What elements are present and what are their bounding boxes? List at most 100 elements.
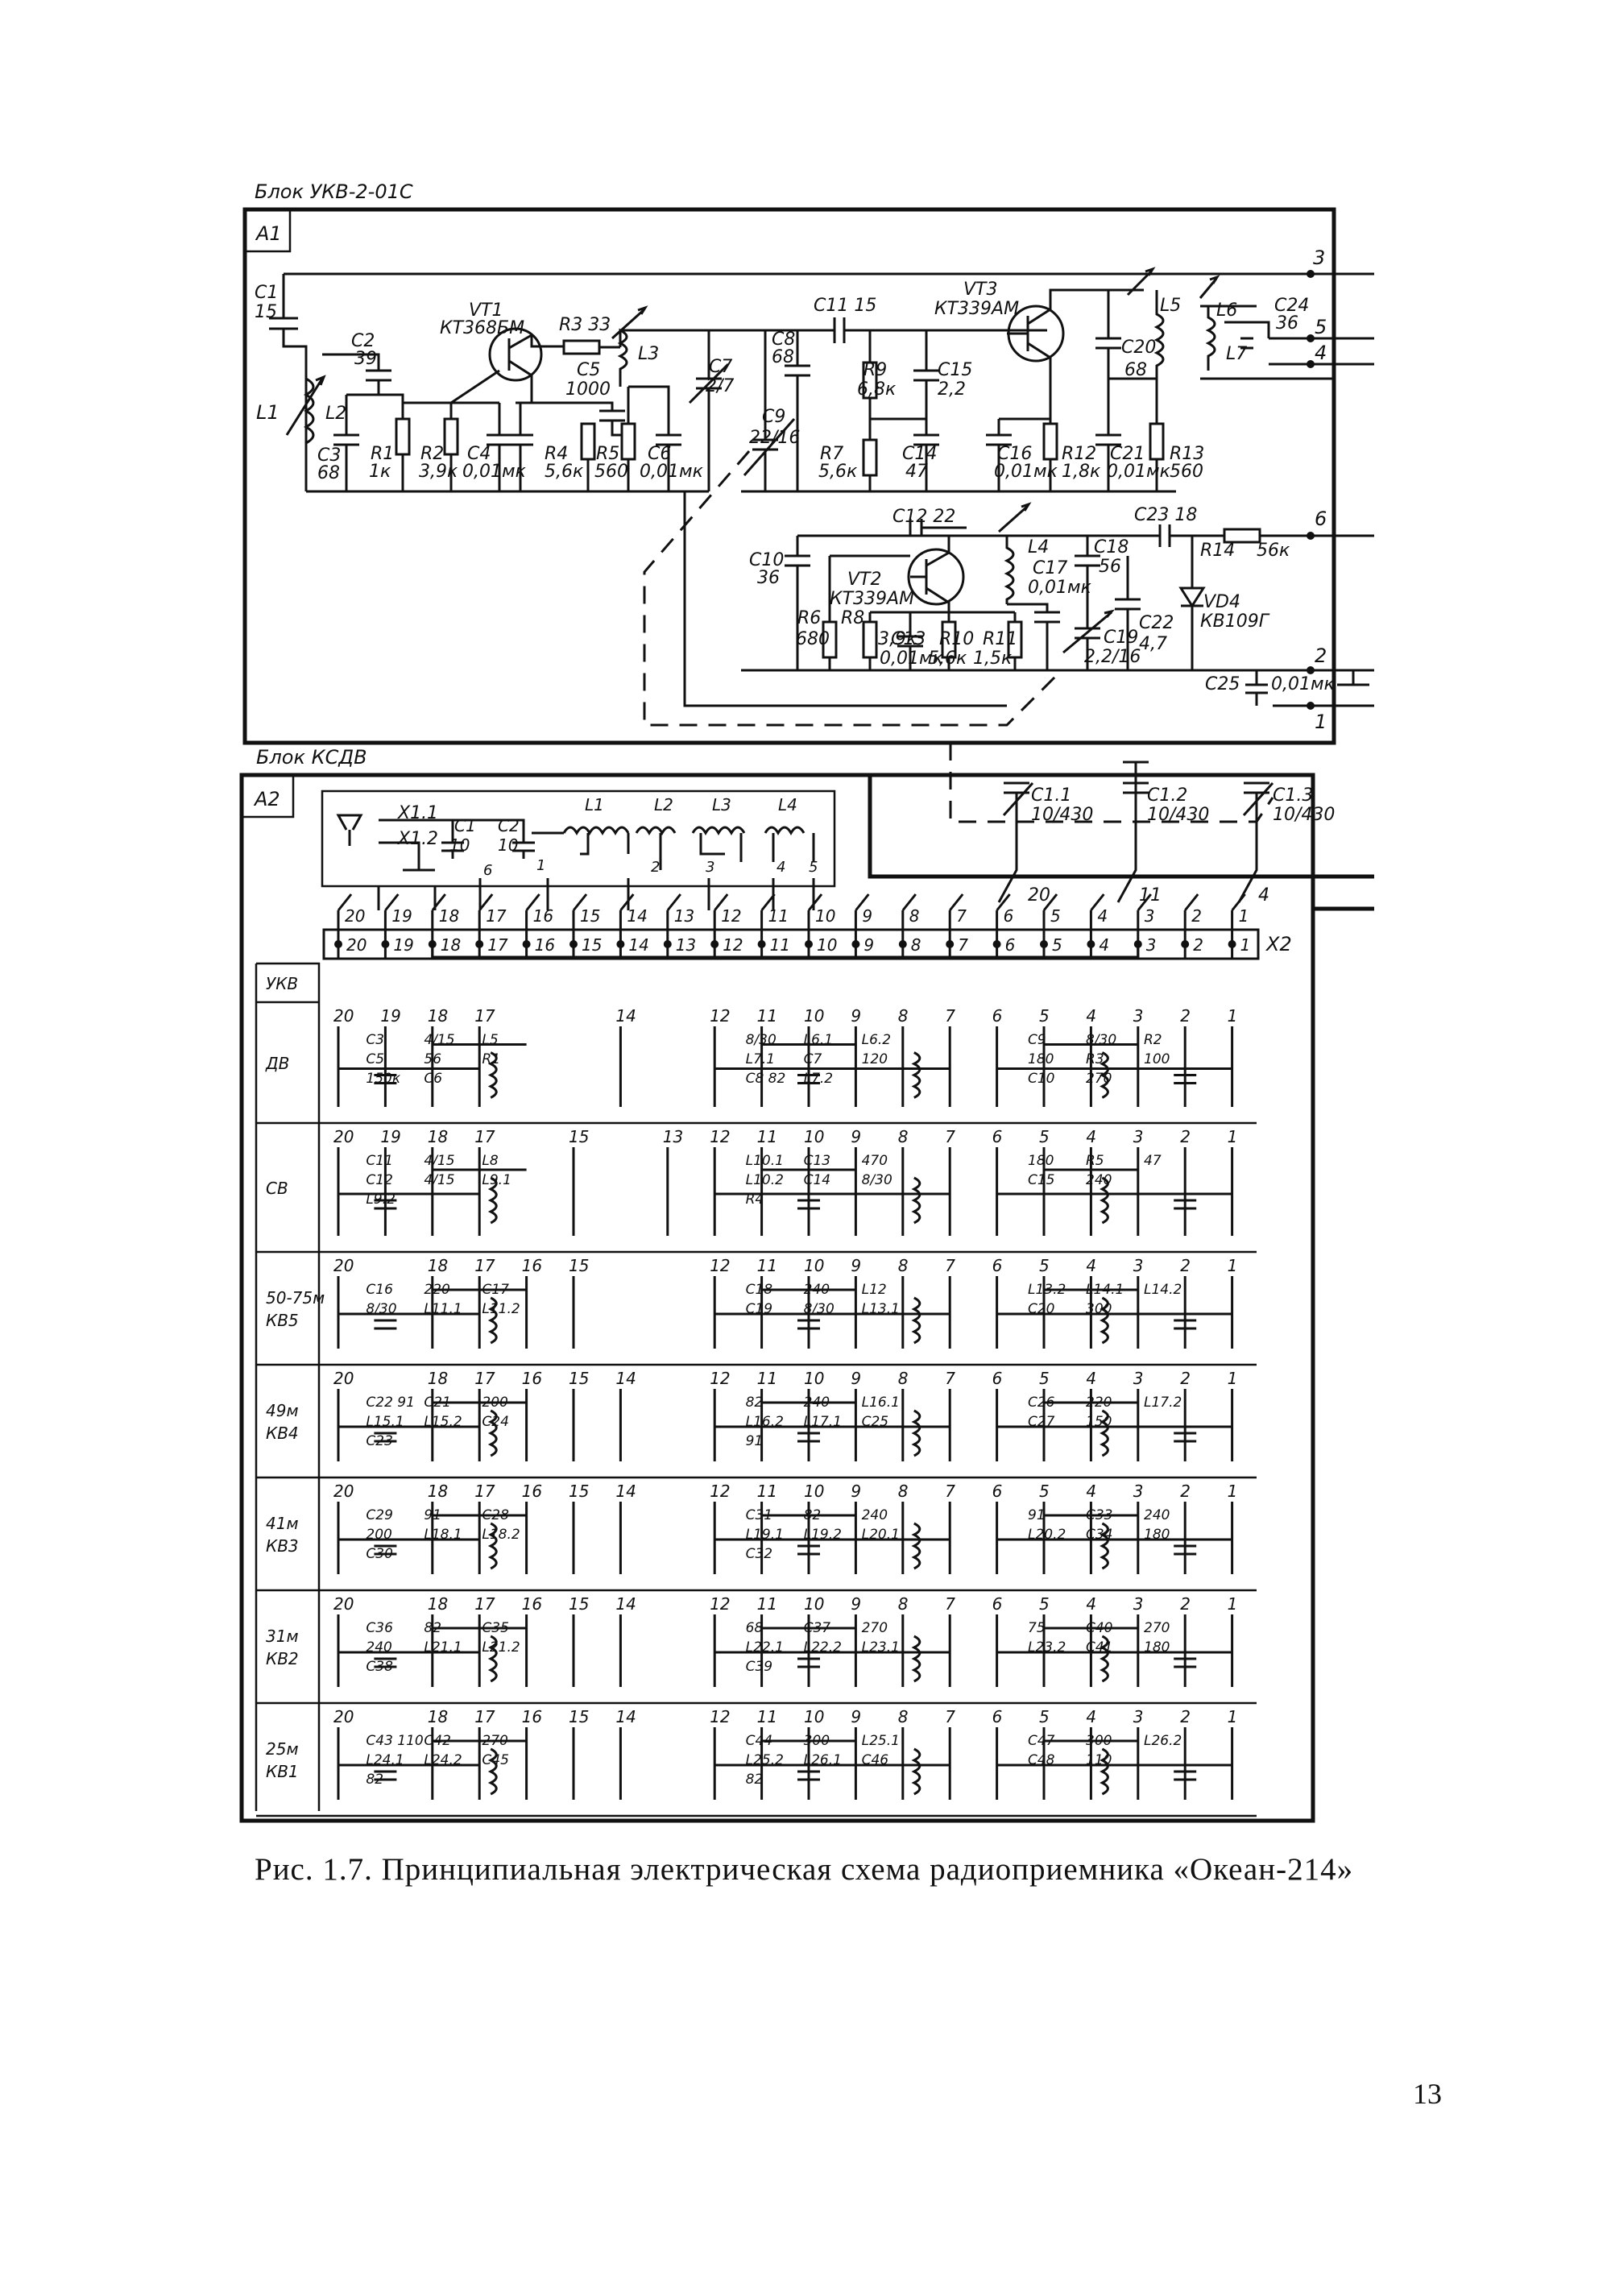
l1-label: L1 <box>256 401 280 424</box>
band-component-label: R2 <box>1144 1032 1162 1048</box>
tuning-caps-to-contacts <box>997 806 1258 903</box>
c6-value: 0,01мк <box>640 462 704 482</box>
c13-label: С13 <box>891 629 926 649</box>
contact-dot <box>522 940 531 948</box>
band-pin-number: 15 <box>569 1127 589 1146</box>
ksdv-block-title: Блок КСДВ <box>256 746 367 769</box>
band-middle-capacitor <box>797 1770 820 1781</box>
c7-value: 2/7 <box>706 376 734 396</box>
contact-switch-arm <box>996 893 1011 959</box>
band-pin-number: 18 <box>428 1369 448 1388</box>
c2-capacitor <box>322 353 391 395</box>
contact-switch-arm <box>1231 893 1246 959</box>
band-pin-number: 8 <box>898 1482 909 1501</box>
band-pin-number: 8 <box>898 1594 909 1614</box>
band-left-coil <box>487 1409 498 1457</box>
contact-dot <box>475 940 484 948</box>
contact-dot <box>569 940 578 948</box>
band-name: 31м <box>266 1627 299 1646</box>
band-pin-number: 6 <box>992 1482 1003 1501</box>
pin-label-1: 1 <box>1315 711 1327 733</box>
band-pin-number: 5 <box>1039 1482 1050 1501</box>
pin-label-6: 6 <box>1315 508 1327 530</box>
ukv-block-id: A1 <box>255 222 282 245</box>
band-middle-network <box>714 1514 950 1541</box>
contact-switch-arm <box>525 893 540 959</box>
contact-dot <box>805 940 813 948</box>
c18-capacitor <box>1075 536 1100 604</box>
contact-number-lower: 3 <box>1146 935 1157 955</box>
l6-frame <box>1200 305 1257 380</box>
contact-dot <box>381 940 390 948</box>
r14-value: 56к <box>1257 541 1290 561</box>
band-component-label: L25.1 <box>862 1733 900 1749</box>
band-pin-number: 1 <box>1228 1707 1238 1726</box>
contact-number-lower: 15 <box>582 935 602 955</box>
vt1-leads <box>450 334 533 404</box>
c13-capacitor <box>897 612 923 670</box>
band-component-label: С17 <box>482 1282 509 1298</box>
c21-value: 0,01мк <box>1107 462 1171 482</box>
ksdv-l1-label: L1 <box>585 795 604 814</box>
band-pin-number: 18 <box>428 1127 448 1146</box>
common-contact-bus <box>431 944 1140 959</box>
band-component-label: С29 <box>366 1507 393 1523</box>
antenna-tap-2: 2 <box>651 859 660 876</box>
band-pin-number: 15 <box>569 1369 589 1388</box>
contact-number-upper: 9 <box>862 906 872 926</box>
band-pin-number: 14 <box>615 1369 636 1388</box>
ksdv-block-id: A2 <box>253 788 280 810</box>
band-component-label: С45 <box>482 1752 509 1768</box>
contact-number-upper: 19 <box>391 906 412 926</box>
c5-capacitor <box>532 401 628 437</box>
c1-2-value: 10/430 <box>1147 805 1209 825</box>
contact-number-lower: 9 <box>863 935 874 955</box>
band-component-label: L13.2 <box>1028 1282 1066 1298</box>
band-pin-number: 10 <box>804 1006 824 1026</box>
contact-switch-arm <box>619 893 635 959</box>
band-component-label: L10.1 <box>746 1153 784 1169</box>
contact-switch-arm <box>760 893 776 959</box>
band-pin-number: 7 <box>945 1369 955 1388</box>
r1-resistor <box>395 417 411 456</box>
band-left-capacitor <box>374 1199 397 1210</box>
vt1-collector-wire <box>530 335 564 348</box>
band-left-capacitor <box>374 1432 397 1443</box>
contact-dot <box>851 940 860 948</box>
band-right-capacitor <box>1174 1074 1197 1084</box>
band-pin-number: 17 <box>474 1127 495 1146</box>
band-component-label: 200 <box>366 1527 391 1543</box>
band-left-network <box>338 1514 527 1541</box>
band-component-label: L11.1 <box>424 1301 462 1317</box>
band-right-coil <box>1100 1635 1109 1683</box>
band-component-label: L23.2 <box>1028 1639 1066 1656</box>
band-component-label: 270 <box>1086 1071 1112 1087</box>
band-pin-number: 8 <box>898 1006 909 1026</box>
band-middle-network <box>714 1288 950 1316</box>
c17-value: 0,01мк <box>1028 578 1092 598</box>
r10-value: 5,6к <box>928 649 967 669</box>
band-middle-capacitor <box>797 1199 820 1210</box>
band-component-label: 8/30 <box>1086 1032 1116 1048</box>
band-pin-number: 20 <box>333 1482 354 1501</box>
band-component-label: L24.1 <box>366 1752 404 1768</box>
band-component-label: 4/15 <box>424 1153 454 1169</box>
band-component-label: 75 <box>1028 1620 1046 1636</box>
band-pin-number: 18 <box>428 1482 448 1501</box>
band-component-label: L15.2 <box>424 1414 462 1430</box>
band-component-label: С22 91 <box>366 1395 415 1411</box>
band-pin-number: 5 <box>1039 1707 1050 1726</box>
ksdv-c2-label: С2 <box>498 816 520 835</box>
x2-contact: 11 <box>1228 893 1250 959</box>
contact-dot <box>1087 940 1095 948</box>
l6-inductor <box>1205 306 1216 371</box>
ksdv-l4-label: L4 <box>778 795 797 814</box>
r4-value: 5,6к <box>545 462 584 482</box>
c9-variable-arrow <box>743 418 796 476</box>
c3-value: 68 <box>317 463 340 483</box>
